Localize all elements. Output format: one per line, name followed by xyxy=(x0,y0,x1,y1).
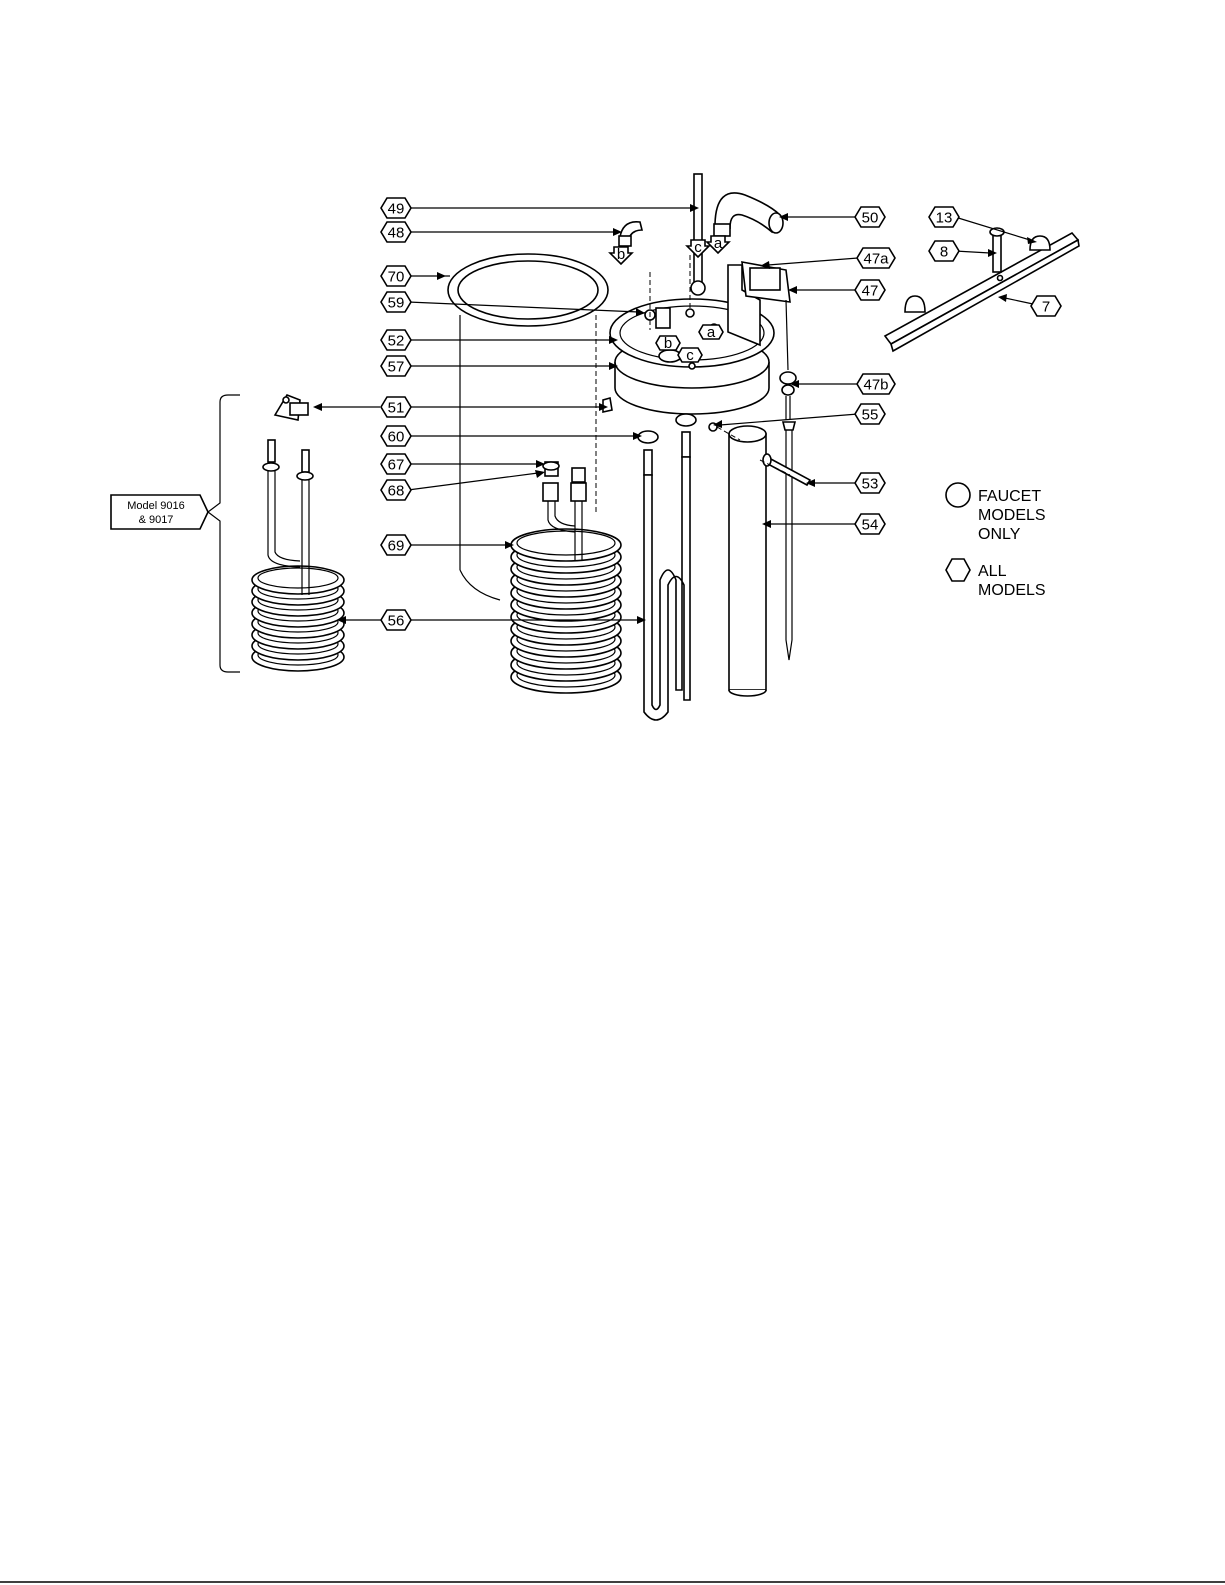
callout-number: 47 xyxy=(862,283,879,300)
callout-67: 67 xyxy=(381,454,411,474)
callout-8: 8 xyxy=(929,241,959,261)
coil-turn xyxy=(252,566,344,594)
connector-c-top: c xyxy=(694,239,702,256)
callout-number: 69 xyxy=(388,538,405,555)
callout-number: 54 xyxy=(862,517,879,534)
heating-element-center xyxy=(644,432,690,720)
model-tag-line2: & 9017 xyxy=(139,514,174,526)
callout-number: 8 xyxy=(940,244,948,261)
callout-number: 50 xyxy=(862,210,879,227)
callout-number: 67 xyxy=(388,457,405,474)
callout-number: 51 xyxy=(388,400,405,417)
tank-crossbar xyxy=(885,228,1079,351)
callout-70: 70 xyxy=(381,266,411,286)
fill-tube xyxy=(691,174,705,295)
callout-number: 59 xyxy=(388,295,405,312)
callout-number: 53 xyxy=(862,476,879,493)
legend: FAUCET MODELS ONLY ALL MODELS xyxy=(946,483,1046,599)
legend-all-line2: MODELS xyxy=(978,582,1046,599)
vent-elbow xyxy=(714,193,783,236)
callout-number: 48 xyxy=(388,225,405,242)
callout-number: 70 xyxy=(388,269,405,286)
callout-number: 68 xyxy=(388,483,405,500)
callout-number: 47a xyxy=(863,251,889,268)
connector-b-plate: b xyxy=(664,335,672,352)
callout-54: 54 xyxy=(855,514,885,534)
thermostat-clip xyxy=(603,398,612,412)
sheath-tube xyxy=(729,426,766,696)
callout-52: 52 xyxy=(381,330,411,350)
connector-a-top: a xyxy=(714,235,723,252)
thermostat-left xyxy=(275,395,308,420)
callout-50: 50 xyxy=(855,207,885,227)
legend-all-line1: ALL xyxy=(978,563,1007,580)
callout-55: 55 xyxy=(855,404,885,424)
callout-68: 68 xyxy=(381,480,411,500)
callout-57: 57 xyxy=(381,356,411,376)
callout-number: 56 xyxy=(388,613,405,630)
connector-b-top: b xyxy=(617,246,625,263)
connector-a-plate: a xyxy=(707,324,716,341)
legend-faucet-line3: ONLY xyxy=(978,526,1021,543)
callout-56: 56 xyxy=(381,610,411,630)
callout-number: 13 xyxy=(936,210,953,227)
connector-c-plate: c xyxy=(686,347,694,364)
legend-circle-icon xyxy=(946,483,970,507)
callout-number: 47b xyxy=(863,377,888,394)
callout-69: 69 xyxy=(381,535,411,555)
callout-47a: 47a xyxy=(857,248,895,268)
callout-60: 60 xyxy=(381,426,411,446)
legend-faucet-line1: FAUCET xyxy=(978,488,1041,505)
model-tag: Model 9016 & 9017 xyxy=(111,495,208,529)
callout-7: 7 xyxy=(1031,296,1061,316)
callout-53: 53 xyxy=(855,473,885,493)
legend-faucet-line2: MODELS xyxy=(978,507,1046,524)
coil-left xyxy=(252,566,344,671)
legend-hexagon-icon xyxy=(946,559,970,581)
callout-number: 52 xyxy=(388,333,405,350)
coil-center xyxy=(511,529,621,693)
model-tag-line1: Model 9016 xyxy=(127,500,185,512)
callout-number: 60 xyxy=(388,429,405,446)
model-bracket xyxy=(208,395,240,672)
callout-number: 7 xyxy=(1042,299,1050,316)
callout-47: 47 xyxy=(855,280,885,300)
elbow-fitting xyxy=(619,222,642,246)
callout-59: 59 xyxy=(381,292,411,312)
callout-49: 49 xyxy=(381,198,411,218)
callout-number: 55 xyxy=(862,407,879,424)
callout-13: 13 xyxy=(929,207,959,227)
callout-47b: 47b xyxy=(857,374,895,394)
callout-51: 51 xyxy=(381,397,411,417)
callout-number: 49 xyxy=(388,201,405,218)
callout-number: 57 xyxy=(388,359,405,376)
coil-turn xyxy=(511,529,621,561)
callout-48: 48 xyxy=(381,222,411,242)
